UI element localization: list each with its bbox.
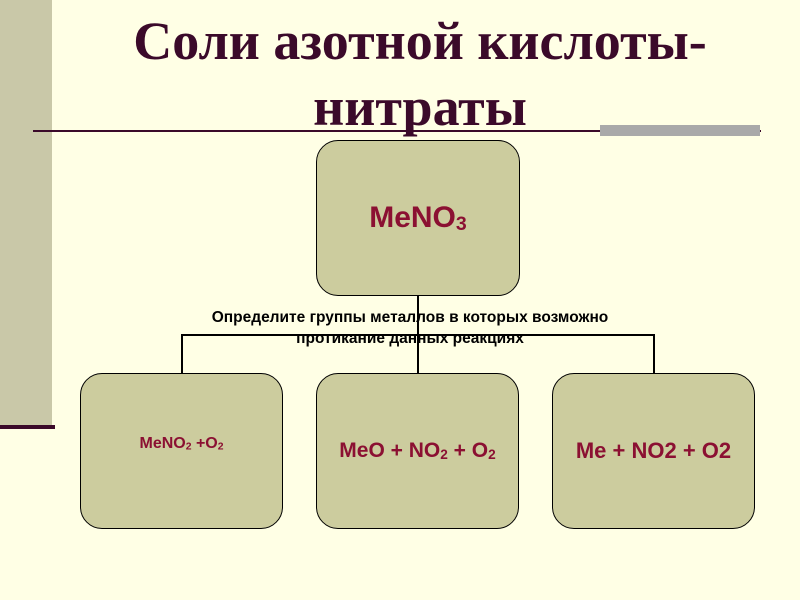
child-node-left: MeNO2 +O2 — [80, 373, 283, 529]
left-decor-line — [0, 425, 55, 429]
title-accent-bar — [600, 125, 760, 136]
question-text: Определите группы металлов в которых воз… — [130, 307, 690, 349]
child-node-right: Me + NO2 + O2 — [552, 373, 755, 529]
connector-horizontal — [181, 334, 655, 336]
child-node-right-label: Me + NO2 + O2 — [575, 438, 732, 463]
slide-title: Соли азотной кислоты- нитраты — [60, 8, 780, 140]
question-line-2: протикание данных реакциях — [296, 330, 524, 347]
child-node-left-label: MeNO2 +O2 — [139, 435, 224, 453]
slide-title-line-2: нитраты — [313, 77, 527, 137]
connector-left-vertical — [181, 334, 183, 373]
left-decor-bar — [0, 0, 52, 425]
slide-title-line-1: Соли азотной кислоты- — [133, 11, 707, 71]
root-node-label: MeNO3 — [369, 200, 467, 235]
question-line-1: Определите группы металлов в которых воз… — [211, 309, 609, 326]
title-underline — [33, 130, 761, 132]
root-node-meno3: MeNO3 — [316, 140, 520, 296]
child-node-middle-label: MeO + NO2 + O2 — [339, 439, 496, 463]
connector-right-vertical — [653, 334, 655, 373]
child-node-middle: MeO + NO2 + O2 — [316, 373, 519, 529]
